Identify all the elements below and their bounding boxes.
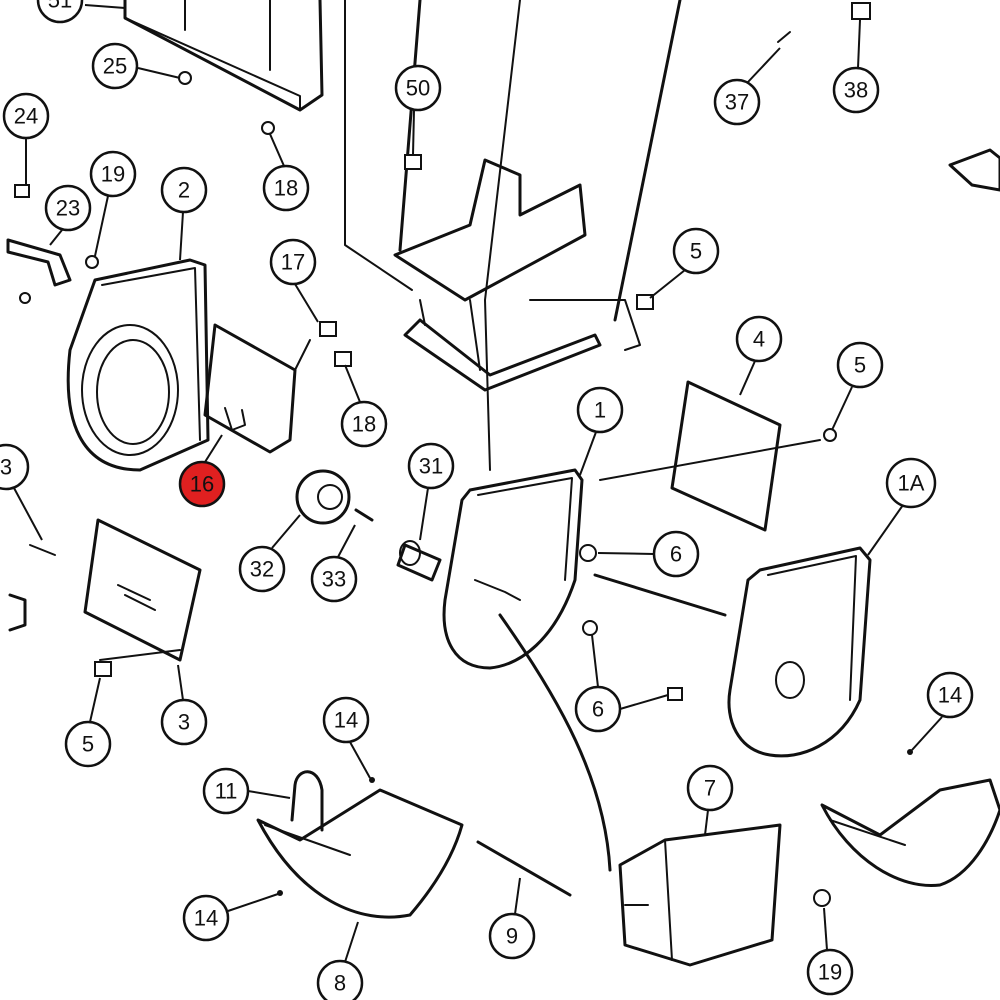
callout-label: 14: [938, 683, 962, 708]
callout-51: 51: [36, 0, 126, 24]
callout-label: 9: [506, 924, 518, 949]
chute-tube: [344, 0, 682, 471]
callout-label: 5: [690, 239, 702, 264]
callout-24: 24: [2, 92, 50, 185]
callout-label: 33: [322, 567, 346, 592]
callout-38: 38: [832, 19, 880, 114]
callout-18-mid: 18: [340, 364, 388, 448]
callout-1a: 1A: [867, 457, 937, 556]
callout-label: 18: [274, 176, 298, 201]
callout-label: 19: [818, 960, 842, 985]
part-4-plate: [599, 380, 821, 532]
callout-6-lower: 6: [574, 634, 669, 733]
callout-2: 2: [160, 166, 208, 261]
callout-1: 1: [576, 386, 624, 476]
callout-label: 50: [406, 76, 430, 101]
callout-label: 5: [854, 353, 866, 378]
callouts: 51 25 24 19 23 2: [0, 0, 974, 1000]
callout-label: 3: [0, 455, 12, 480]
callout-8: 8: [316, 921, 364, 1000]
part-11-ubolt: [290, 770, 324, 832]
callout-7: 7: [686, 764, 734, 836]
callout-label: 2: [178, 178, 190, 203]
callout-14-mid: 14: [322, 696, 371, 779]
callout-16: 16: [178, 434, 226, 508]
left-fragments: [8, 544, 56, 632]
right-pan: [820, 778, 1000, 888]
right-bracket-top: [948, 148, 1000, 192]
callout-label: 24: [14, 104, 38, 129]
callout-32: 32: [238, 514, 301, 593]
part-33-key: [354, 508, 374, 522]
callout-9: 9: [488, 877, 536, 960]
callout-label: 25: [103, 54, 127, 79]
callout-5-right: 5: [831, 341, 884, 431]
callout-label: 31: [419, 454, 443, 479]
callout-3-bottom: 3: [160, 664, 208, 746]
callout-label: 37: [725, 90, 749, 115]
callout-label: 32: [250, 557, 274, 582]
fasteners: [14, 2, 913, 907]
part-9-bolt: [476, 840, 572, 897]
callout-50: 50: [394, 64, 442, 156]
callout-14-right: 14: [911, 671, 974, 751]
callout-3-left: 3: [0, 443, 43, 541]
part-8-pan: [256, 788, 464, 919]
callout-label: 23: [56, 196, 80, 221]
callout-label: 18: [352, 412, 376, 437]
harness-curve: [498, 613, 612, 872]
part-1-housing: [442, 468, 584, 670]
callout-25: 25: [91, 42, 181, 90]
callout-label: 6: [670, 542, 682, 567]
part-3-plate: [83, 518, 202, 662]
callout-label: 14: [334, 708, 358, 733]
part-31-bushing: [396, 540, 442, 582]
part-7-cover: [618, 823, 782, 967]
part-32-sprocket: [295, 469, 351, 525]
part-2-housing: [66, 258, 210, 472]
part-16-cover: [203, 323, 311, 454]
part-1a-housing: [727, 546, 872, 758]
callout-label: 19: [101, 162, 125, 187]
callout-17: 17: [269, 238, 319, 323]
callout-4: 4: [735, 315, 783, 396]
callout-6-upper: 6: [597, 530, 700, 578]
callout-label: 17: [281, 250, 305, 275]
callout-18-top: 18: [262, 133, 310, 212]
callout-5-top: 5: [649, 227, 720, 299]
callout-16-highlight: [178, 460, 226, 508]
callout-label: 8: [334, 971, 346, 996]
callout-5-left: 5: [64, 677, 112, 768]
callout-label: 16: [190, 472, 214, 497]
callout-19-bottom: 19: [806, 907, 854, 996]
part-drawings: [6, 0, 1000, 967]
callout-label: 6: [592, 697, 604, 722]
part-23-bracket: [6, 238, 72, 287]
callout-33: 33: [310, 524, 358, 603]
callout-label: 1A: [898, 471, 925, 496]
callout-label: 38: [844, 78, 868, 103]
callout-31: 31: [407, 442, 455, 541]
part-51-bracket: [123, 0, 324, 112]
tie-rod: [593, 573, 727, 617]
callout-label: 5: [82, 732, 94, 757]
callout-23: 23: [44, 184, 92, 246]
callout-11: 11: [202, 767, 291, 815]
callout-label: 7: [704, 776, 716, 801]
callout-19-top: 19: [89, 150, 137, 257]
chute-mount-bracket: [393, 158, 602, 392]
callout-label: 4: [753, 327, 765, 352]
callout-label: 14: [194, 906, 218, 931]
callout-label: 11: [215, 779, 238, 804]
callout-label: 51: [48, 0, 72, 13]
callout-label: 1: [594, 398, 606, 423]
callout-14-left: 14: [182, 893, 279, 942]
callout-label: 3: [178, 710, 190, 735]
callout-37: 37: [713, 47, 781, 126]
